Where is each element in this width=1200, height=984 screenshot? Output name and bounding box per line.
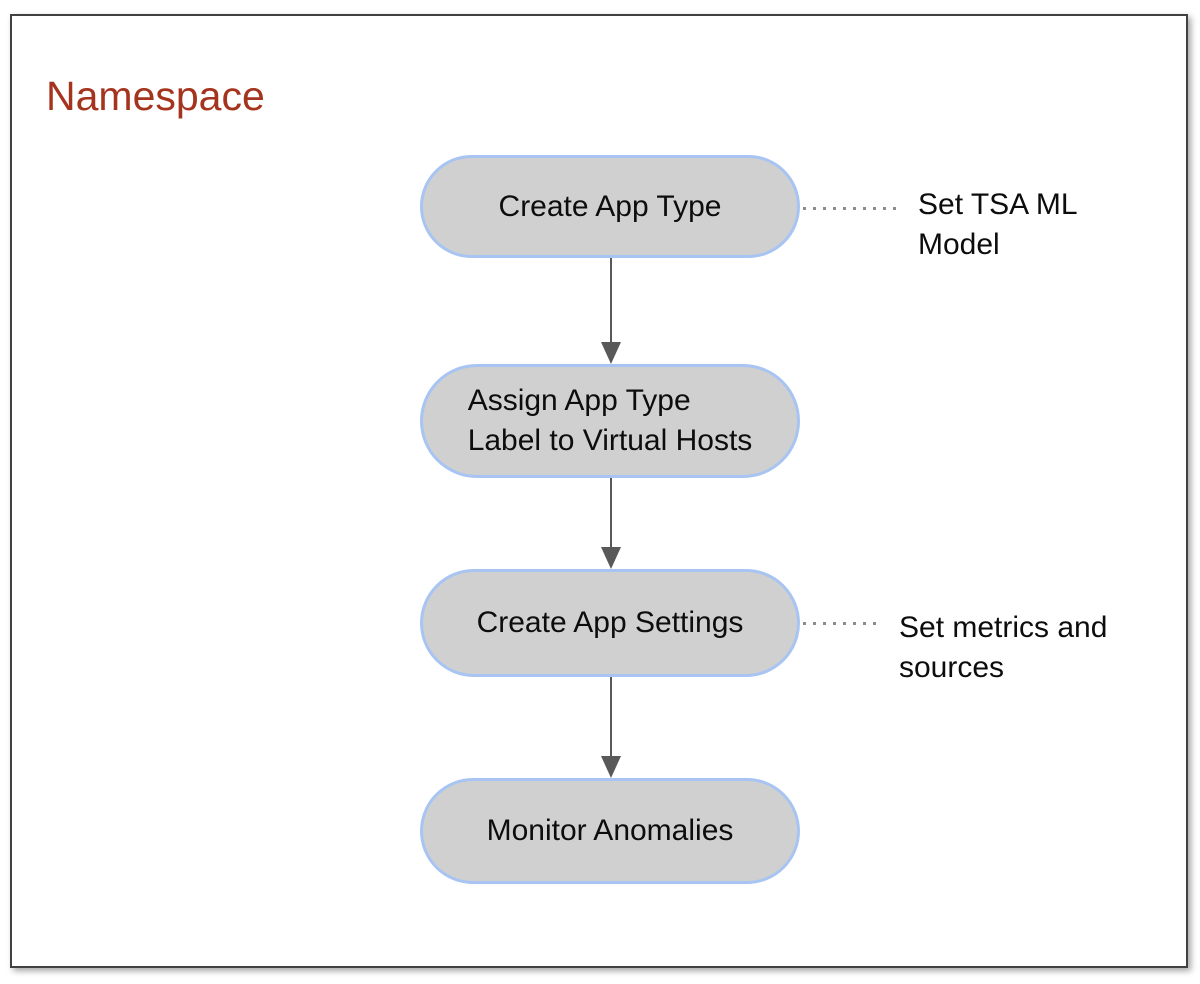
- flow-node-label: Monitor Anomalies: [486, 814, 734, 847]
- flow-node-label: Assign App Type Label to Virtual Hosts: [467, 384, 753, 457]
- flow-arrow-down: [600, 677, 622, 778]
- flow-node-label: Create App Type: [498, 189, 722, 223]
- annotation-connector: [803, 207, 901, 210]
- flow-node-create-app-type: Create App Type: [420, 155, 800, 258]
- annotation-connector: [803, 622, 879, 625]
- arrow-line: [610, 478, 612, 547]
- annotation-set-metrics-and-sources: Set metrics and sources: [899, 611, 1108, 684]
- flow-node-assign-app-type-label: Assign App Type Label to Virtual Hosts: [420, 364, 800, 478]
- flow-arrow-down: [600, 478, 622, 569]
- diagram-title: Namespace: [46, 73, 265, 119]
- arrow-head-icon: [601, 756, 621, 778]
- diagram-frame: Namespace Create App Type Assign App Typ…: [10, 14, 1188, 968]
- arrow-line: [610, 258, 612, 342]
- flow-node-monitor-anomalies: Monitor Anomalies: [420, 778, 800, 884]
- arrow-head-icon: [601, 547, 621, 569]
- flow-node-label: Create App Settings: [476, 606, 744, 639]
- annotation-set-tsa-ml-model: Set TSA ML Model: [918, 188, 1078, 261]
- flow-node-create-app-settings: Create App Settings: [420, 569, 800, 677]
- arrow-head-icon: [601, 342, 621, 364]
- arrow-line: [610, 677, 612, 756]
- flow-arrow-down: [600, 258, 622, 364]
